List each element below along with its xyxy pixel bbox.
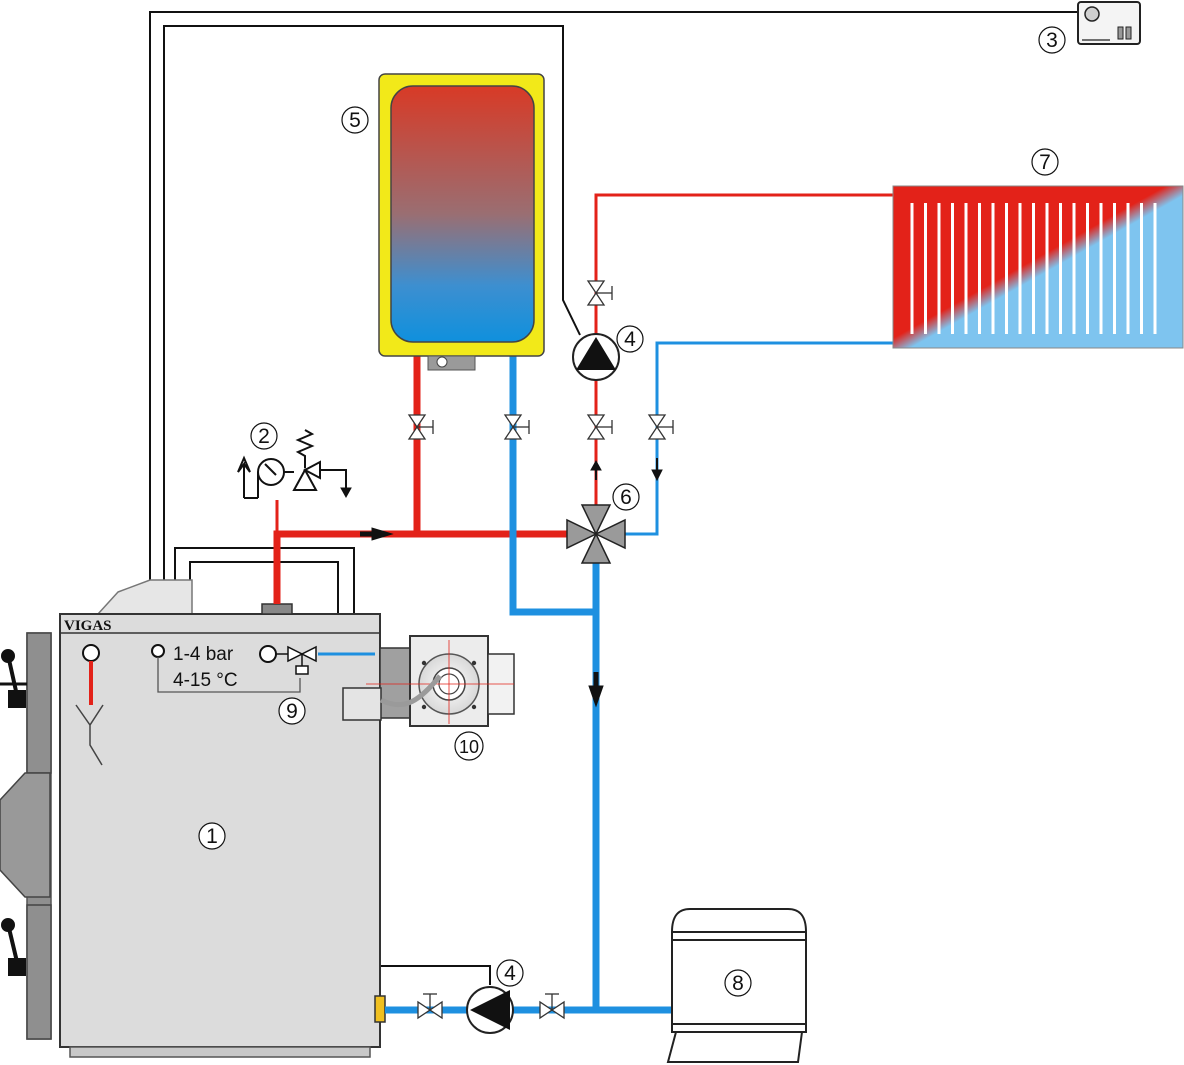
boiler-top-hood	[96, 579, 193, 615]
tank-inner	[390, 85, 535, 343]
hot-pipes	[273, 193, 895, 604]
wire-controller-to-pump-top	[163, 25, 581, 580]
mixing-valve	[566, 504, 626, 564]
cooling-valve	[276, 645, 317, 675]
pressure-label: 1-4 bar	[173, 644, 234, 665]
middle-door	[0, 772, 51, 898]
svg-text:7: 7	[1039, 151, 1051, 174]
svg-text:3: 3	[1046, 29, 1058, 52]
boiler-return-valve-right	[539, 993, 565, 1020]
radiator-return-valve	[647, 414, 674, 440]
svg-text:5: 5	[349, 109, 361, 132]
burner-mount	[379, 647, 411, 719]
safety-drain-arrow	[340, 487, 352, 499]
marker-6: 6	[612, 483, 640, 511]
controller-knob	[1084, 6, 1100, 22]
marker-9: 9	[278, 697, 306, 725]
boiler: VIGAS 1-4 bar 4-15 °C	[0, 579, 386, 1058]
shut-off-valves	[407, 280, 674, 1020]
water-heater	[378, 73, 545, 371]
radiator-supply-valve	[586, 280, 613, 306]
radiator-supply-pipe	[594, 193, 895, 514]
marker-8: 8	[724, 969, 752, 997]
wire-boiler-to-lower-pump	[174, 547, 355, 650]
mixing-valve-bottom	[580, 532, 612, 564]
marker-1: 1	[198, 822, 226, 850]
svg-text:9: 9	[286, 700, 298, 723]
boiler-return-valve-left	[417, 993, 443, 1020]
cooling-inlet-gauge	[259, 645, 277, 663]
mixing-valve-top	[580, 504, 612, 536]
svg-text:1: 1	[206, 825, 218, 848]
burner-cable	[379, 674, 442, 708]
flow-arrows	[340, 458, 663, 708]
mixing-valve-right	[594, 518, 626, 550]
boiler-return-pump	[466, 986, 514, 1034]
radiator-body	[892, 185, 1184, 349]
radiator-circuit-pump	[572, 333, 620, 381]
marker-4-bottom: 4	[496, 959, 524, 987]
upper-door-handle	[0, 649, 27, 708]
tank-flange-bolt	[436, 356, 448, 368]
mixing-valve-left	[566, 518, 598, 550]
boiler-return-nozzle	[374, 995, 386, 1023]
tank-return-pipe	[509, 356, 596, 616]
expansion-tank-stand	[666, 1031, 804, 1063]
burner	[342, 635, 515, 727]
gauge-bracket	[157, 657, 301, 693]
marker-7: 7	[1031, 148, 1059, 176]
pump-riser-arrow	[590, 459, 602, 471]
thermometer-probe	[75, 704, 104, 766]
safety-group	[237, 429, 347, 499]
marker-5: 5	[341, 106, 369, 134]
boiler-outlet-nozzle	[261, 603, 293, 615]
upper-door	[26, 632, 52, 774]
lower-door-handle	[1, 918, 26, 976]
pressure-gauge	[151, 644, 165, 658]
burner-motor-box	[342, 687, 382, 721]
radiator-fins	[910, 203, 1157, 334]
boiler-brand: VIGAS	[64, 618, 112, 634]
marker-10: 10	[454, 731, 484, 761]
svg-text:4: 4	[504, 962, 516, 985]
tank-supply-valve	[407, 414, 434, 440]
markers: 1 2 3 4 4 5 6 7 8 9 10	[198, 26, 1066, 997]
radiator-return-arrow	[651, 469, 663, 482]
boiler-base	[69, 1046, 371, 1058]
safety-valve	[292, 467, 318, 491]
safety-valve-spring	[295, 429, 315, 468]
tank-return-valve	[503, 414, 530, 440]
pump-outlet-valve	[586, 414, 613, 440]
air-vent	[237, 455, 251, 498]
marker-4-top: 4	[616, 325, 644, 353]
svg-text:6: 6	[620, 486, 632, 509]
room-controller	[1077, 1, 1141, 45]
tank-flange	[427, 355, 476, 371]
svg-text:2: 2	[258, 425, 270, 448]
svg-text:10: 10	[459, 737, 479, 757]
marker-3: 3	[1038, 26, 1066, 54]
temperature-label: 4-15 °C	[173, 670, 238, 691]
main-return-pipe	[592, 560, 672, 1014]
svg-text:8: 8	[732, 972, 744, 995]
radiator	[892, 185, 1184, 349]
boiler-supply-pipe	[273, 530, 580, 604]
marker-2: 2	[250, 422, 278, 450]
lower-door	[26, 904, 52, 1040]
wire-controller-to-boiler	[149, 11, 1078, 580]
svg-text:4: 4	[624, 328, 636, 351]
safety-manometer	[257, 458, 285, 486]
thermometer-gauge	[82, 644, 100, 662]
